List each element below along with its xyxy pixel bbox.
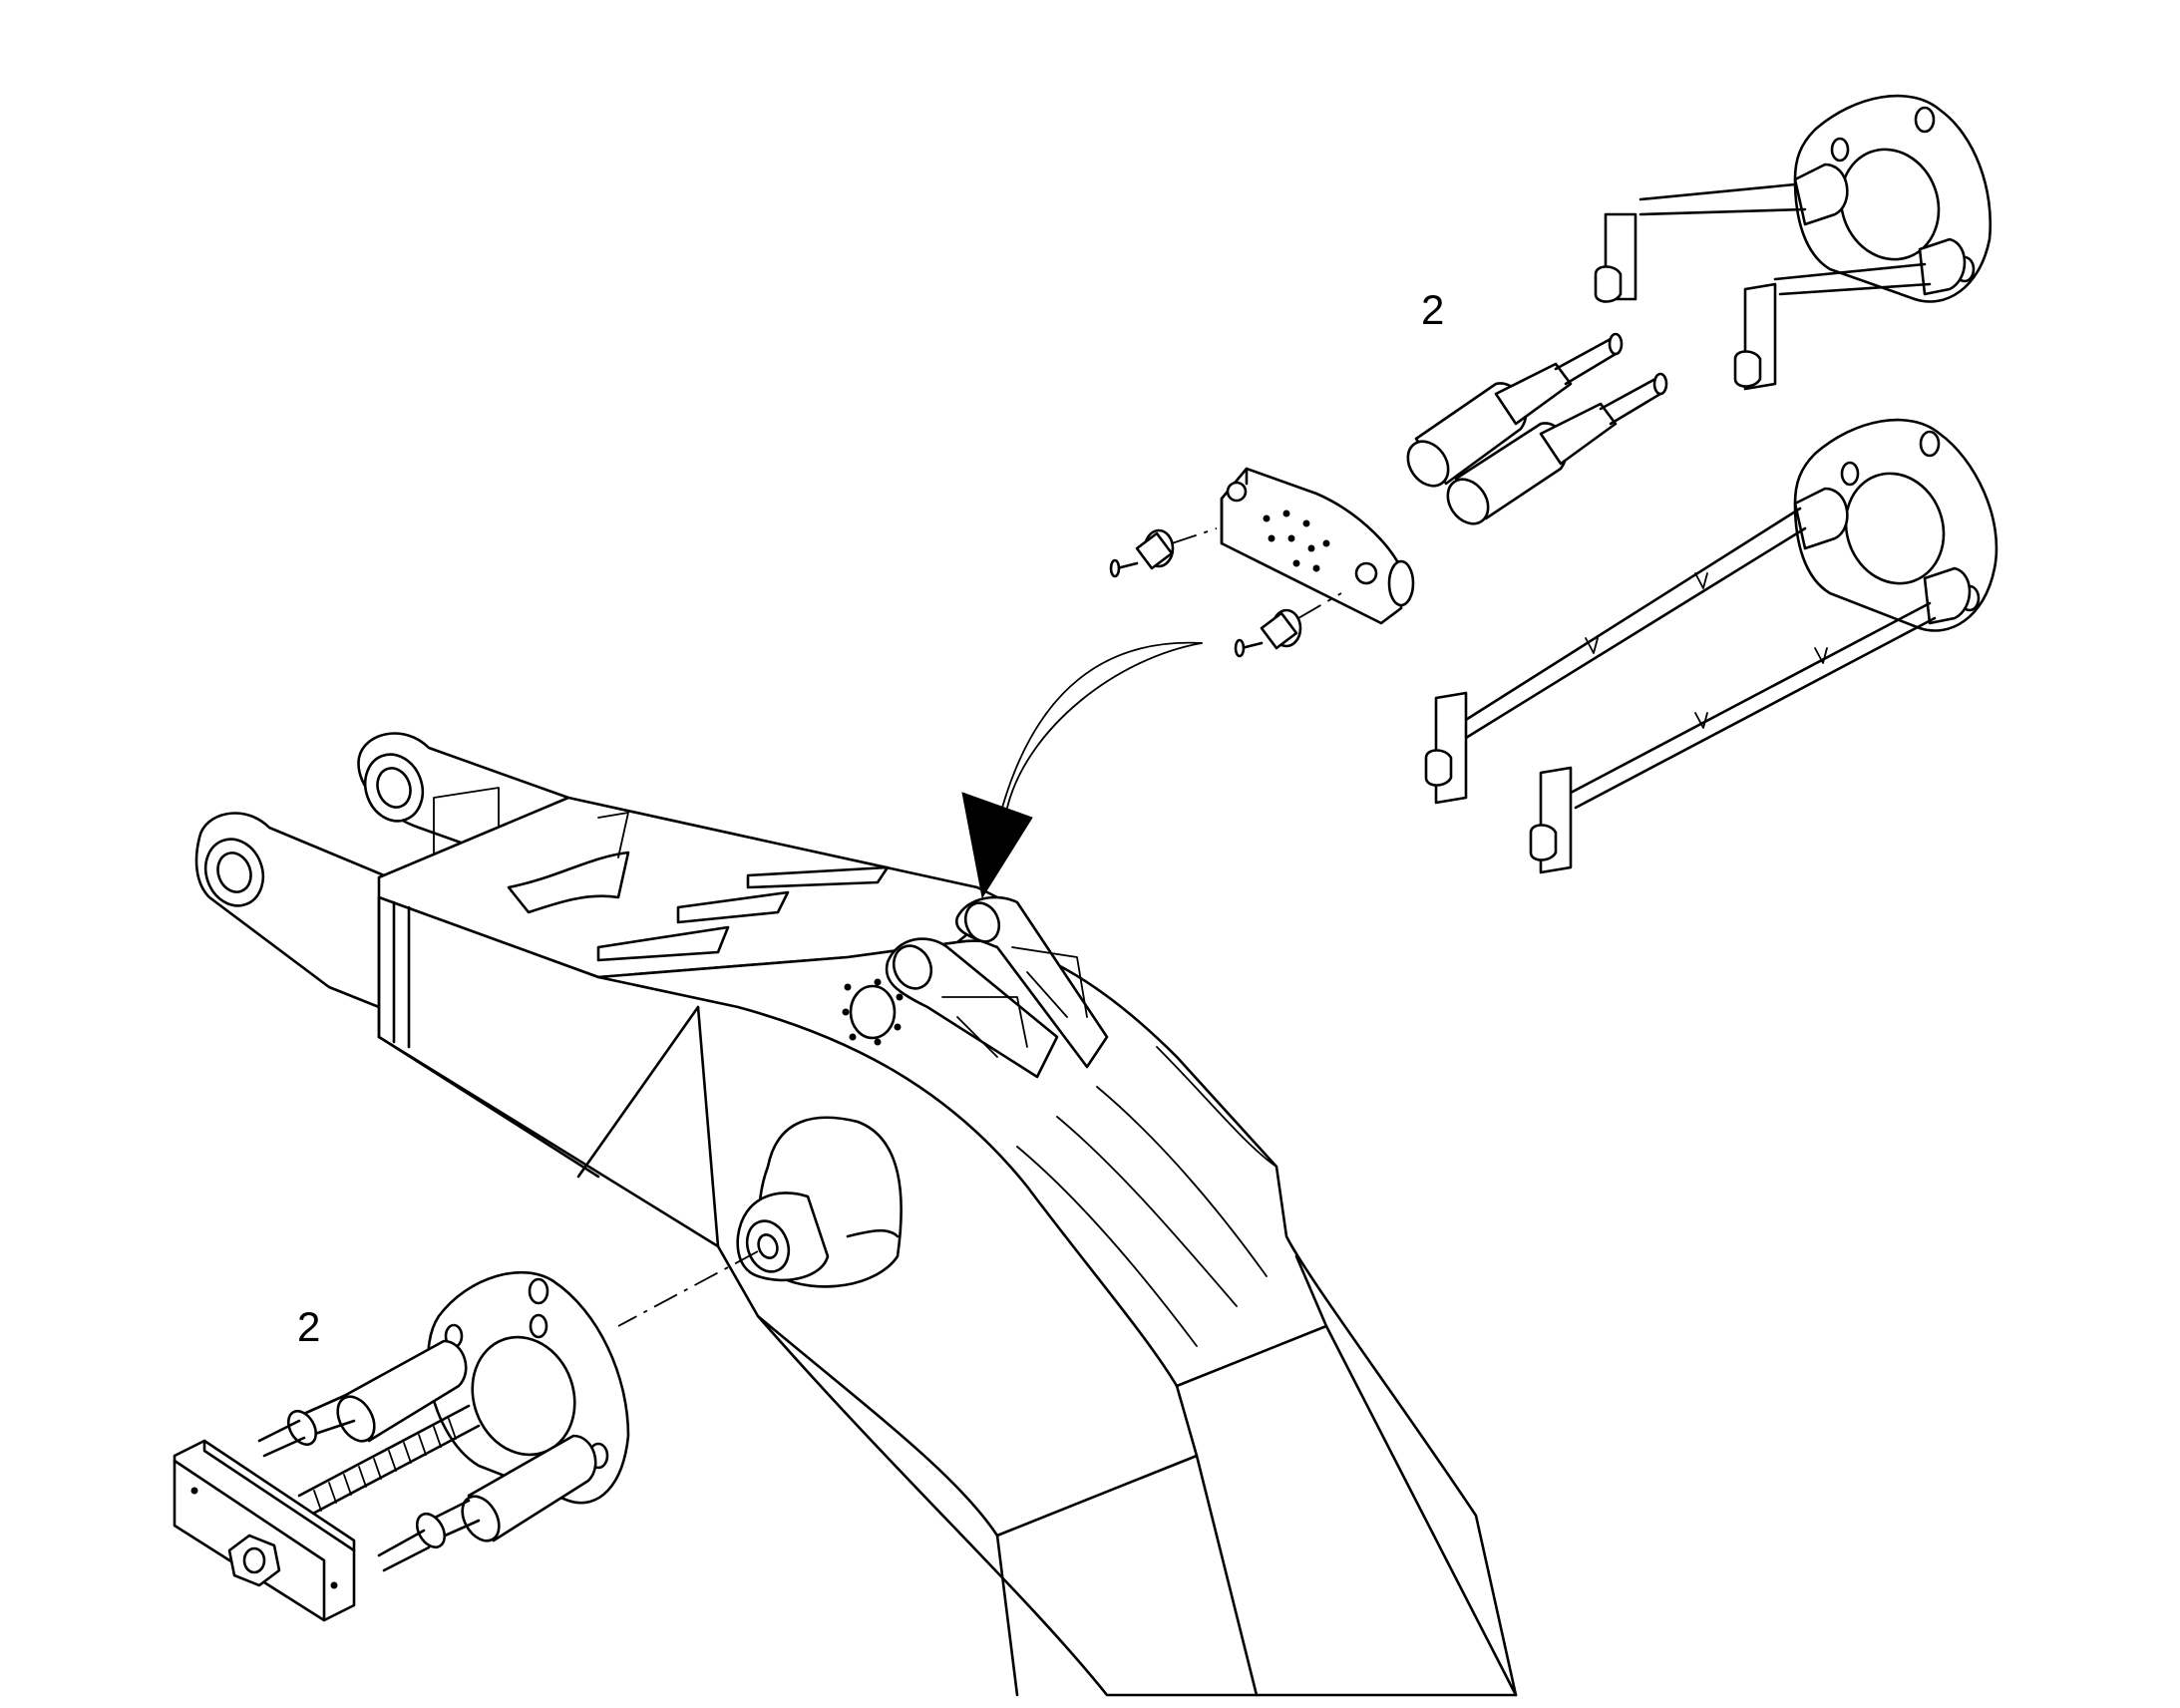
callout-label-bottom-left: 2: [297, 1303, 320, 1350]
assembly-leader-arrow: [961, 641, 1203, 899]
puller-assembly-upper: [1594, 94, 1993, 391]
stud-upper: [1109, 527, 1218, 578]
boom-assembly: [194, 732, 1518, 1697]
hydraulic-piston-pair: [1406, 332, 1668, 525]
boom-cylinder-bracket: [885, 895, 1109, 1079]
stud-lower: [1234, 592, 1342, 658]
boom-left-lug: [194, 812, 391, 1009]
boom-top-fin: [507, 851, 630, 914]
puller-assembly-lower: [1424, 418, 1998, 874]
assembly-center-line: [617, 1250, 759, 1327]
boom-bolt-circle: [842, 978, 904, 1046]
bracket-plate: [1220, 467, 1415, 625]
puller-assembly-bottom-left: [173, 1270, 630, 1622]
callout-label-top-right: 2: [1421, 286, 1444, 333]
boom-pivot-boss: [736, 1116, 903, 1288]
